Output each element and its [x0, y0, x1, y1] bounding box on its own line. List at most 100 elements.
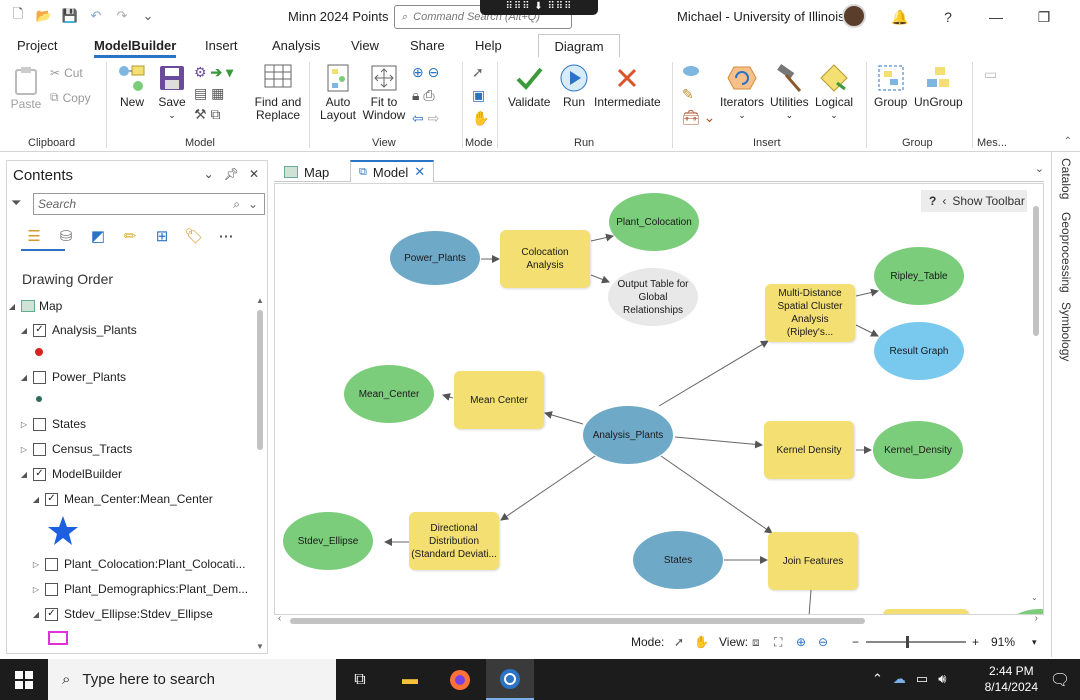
- node-directional-distribution[interactable]: Directional Distribution (Standard Devia…: [409, 512, 499, 570]
- taskbar-search[interactable]: ⌕ Type here to search: [48, 659, 336, 700]
- scrollbar-thumb[interactable]: [1033, 206, 1039, 336]
- scroll-right-icon[interactable]: ›: [1034, 613, 1038, 624]
- node-power-plants[interactable]: Power_Plants: [390, 231, 480, 285]
- ribbon-collapse-icon[interactable]: ⌃: [1063, 136, 1072, 147]
- editing-icon[interactable]: ✏: [123, 228, 137, 245]
- paste-button[interactable]: Paste: [10, 64, 42, 111]
- model-properties-icon[interactable]: ⚙ ➔ ▾: [194, 64, 234, 80]
- volume-icon[interactable]: 🔊︎: [938, 671, 947, 686]
- layer-checkbox[interactable]: ✓: [45, 492, 58, 506]
- layer-checkbox[interactable]: ✓: [33, 323, 46, 337]
- variable-icon[interactable]: [682, 64, 715, 80]
- pan-hand-icon[interactable]: ✋: [472, 110, 490, 126]
- messages-icon[interactable]: ▭: [984, 66, 998, 82]
- drag-handle[interactable]: ⠿⠿⠿ ⬇ ⠿⠿⠿: [480, 0, 598, 15]
- tree-item-map[interactable]: ◢ Map: [8, 299, 63, 313]
- contents-search-input[interactable]: Search: [38, 197, 77, 211]
- layer-checkbox[interactable]: [33, 417, 46, 431]
- show-toolbar-button[interactable]: ? ‹ Show Toolbar: [921, 190, 1027, 212]
- tab-project[interactable]: Project: [17, 38, 58, 53]
- select-arrow-icon[interactable]: ➚: [472, 64, 484, 80]
- intermediate-button[interactable]: Intermediate: [594, 62, 661, 109]
- tree-item-analysis-plants[interactable]: ◢ ✓ Analysis_Plants: [20, 323, 137, 337]
- task-view-icon[interactable]: ⧉: [354, 670, 366, 688]
- fit-window-button[interactable]: Fit to Window: [360, 62, 408, 122]
- tab-model-view[interactable]: ⧉ Model ✕: [350, 160, 435, 182]
- redo-icon[interactable]: ↷: [116, 8, 128, 23]
- windows-start-icon[interactable]: [0, 659, 48, 700]
- scroll-left-icon[interactable]: ‹: [278, 613, 282, 624]
- group-button[interactable]: Group: [874, 62, 907, 109]
- node-analysis-plants[interactable]: Analysis_Plants: [583, 406, 673, 464]
- node-ripley-tool[interactable]: Multi-Distance Spatial Cluster Analysis …: [765, 284, 855, 342]
- iterators-button[interactable]: Iterators ⌄: [720, 62, 764, 122]
- zoom-dropdown-icon[interactable]: ▾: [1032, 636, 1037, 647]
- canvas-vertical-scrollbar[interactable]: ⌄: [1031, 202, 1041, 602]
- expand-caret-icon[interactable]: ◢: [32, 494, 40, 504]
- lock-icon[interactable]: 🔒︎ ⎙: [412, 87, 435, 103]
- expand-caret-icon[interactable]: ▷: [20, 419, 28, 429]
- node-stdev-ellipse[interactable]: Stdev_Ellipse: [283, 512, 373, 570]
- restore-icon[interactable]: ❐: [1037, 8, 1051, 25]
- zoom-in-icon[interactable]: ⊕ ⊖: [412, 64, 440, 80]
- node-partial-output[interactable]: [1010, 609, 1043, 614]
- firefox-icon[interactable]: [436, 659, 484, 700]
- tab-map-view[interactable]: Map: [276, 162, 337, 182]
- tab-catalog[interactable]: Catalog: [1059, 158, 1073, 200]
- new-model-button[interactable]: New: [116, 62, 148, 109]
- expand-caret-icon[interactable]: ◢: [8, 301, 16, 311]
- scrollbar-thumb[interactable]: [290, 618, 865, 624]
- tree-item-stdev-ellipse[interactable]: ◢ ✓ Stdev_Ellipse:Stdev_Ellipse: [32, 607, 213, 621]
- zoom-out-icon[interactable]: ⊖: [818, 635, 829, 649]
- pin-icon[interactable]: 📌︎: [223, 167, 239, 181]
- expand-caret-icon[interactable]: ◢: [20, 372, 28, 382]
- tabs-overflow-icon[interactable]: ⌄: [1034, 163, 1044, 175]
- tree-item-plant-demographics[interactable]: ▷ Plant_Demographics:Plant_Dem...: [32, 582, 249, 596]
- new-project-icon[interactable]: 🗋: [12, 6, 24, 21]
- notification-center-icon[interactable]: 🗨︎: [1049, 671, 1071, 689]
- selection-icon[interactable]: ◩: [90, 228, 106, 245]
- tree-item-mean-center[interactable]: ◢ ✓ Mean_Center:Mean_Center: [32, 492, 213, 506]
- pan-hand-icon[interactable]: ✋: [694, 635, 709, 649]
- snapping-icon[interactable]: ⊞: [155, 228, 169, 245]
- chevron-up-icon[interactable]: ⌃: [872, 671, 883, 686]
- expand-caret-icon[interactable]: ▷: [20, 444, 28, 454]
- save-model-button[interactable]: Save ⌄: [156, 62, 188, 122]
- data-source-icon[interactable]: ⛁: [59, 228, 73, 245]
- full-extent-icon[interactable]: ⛶: [774, 634, 783, 649]
- clock[interactable]: 2:44 PM 8/14/2024: [984, 664, 1038, 694]
- filter-icon[interactable]: ⏷: [11, 195, 22, 210]
- toolbox-icon[interactable]: 🧰︎ ⌄: [682, 109, 716, 125]
- node-join-features[interactable]: Join Features: [768, 532, 858, 590]
- user-account[interactable]: Michael - University of Illinois: [677, 9, 845, 24]
- undo-icon[interactable]: ↶: [90, 8, 102, 23]
- tree-item-census-tracts[interactable]: ▷ Census_Tracts: [20, 442, 133, 456]
- tree-item-states[interactable]: ▷ States: [20, 417, 87, 431]
- tree-item-modelbuilder[interactable]: ◢ ✓ ModelBuilder: [20, 467, 123, 481]
- layer-checkbox[interactable]: [33, 370, 46, 384]
- node-mean-center-output[interactable]: Mean_Center: [344, 365, 434, 423]
- expand-caret-icon[interactable]: ◢: [32, 609, 40, 619]
- scrollbar-thumb[interactable]: [257, 310, 263, 450]
- tab-share[interactable]: Share: [410, 38, 445, 53]
- auto-layout-button[interactable]: Auto Layout: [318, 62, 358, 122]
- help-icon[interactable]: ?: [944, 9, 952, 25]
- cut-button[interactable]: ✂Cut: [50, 66, 83, 80]
- notifications-icon[interactable]: 🔔: [891, 8, 909, 25]
- layer-checkbox[interactable]: [33, 442, 46, 456]
- close-icon[interactable]: ✕: [248, 167, 259, 181]
- scroll-down-icon[interactable]: ⌄: [1031, 593, 1038, 602]
- select-box-icon[interactable]: ▣: [472, 87, 486, 103]
- help-icon[interactable]: ?: [929, 194, 937, 208]
- utilities-button[interactable]: Utilities ⌄: [770, 62, 809, 122]
- labeling-icon[interactable]: 🏷︎: [184, 228, 204, 245]
- close-icon[interactable]: ✕: [414, 164, 426, 179]
- ungroup-button[interactable]: UnGroup: [914, 62, 963, 109]
- tree-item-power-plants[interactable]: ◢ Power_Plants: [20, 370, 127, 384]
- tab-diagram[interactable]: Diagram: [538, 34, 620, 57]
- canvas-horizontal-scrollbar[interactable]: ‹ ›: [278, 613, 1038, 627]
- contents-search[interactable]: Search ⌕ ⌄: [33, 193, 265, 215]
- node-result-graph[interactable]: Result Graph: [874, 322, 964, 380]
- export-icon[interactable]: ⚒ ⧉: [194, 106, 221, 122]
- fit-icon[interactable]: ⧈: [752, 634, 760, 649]
